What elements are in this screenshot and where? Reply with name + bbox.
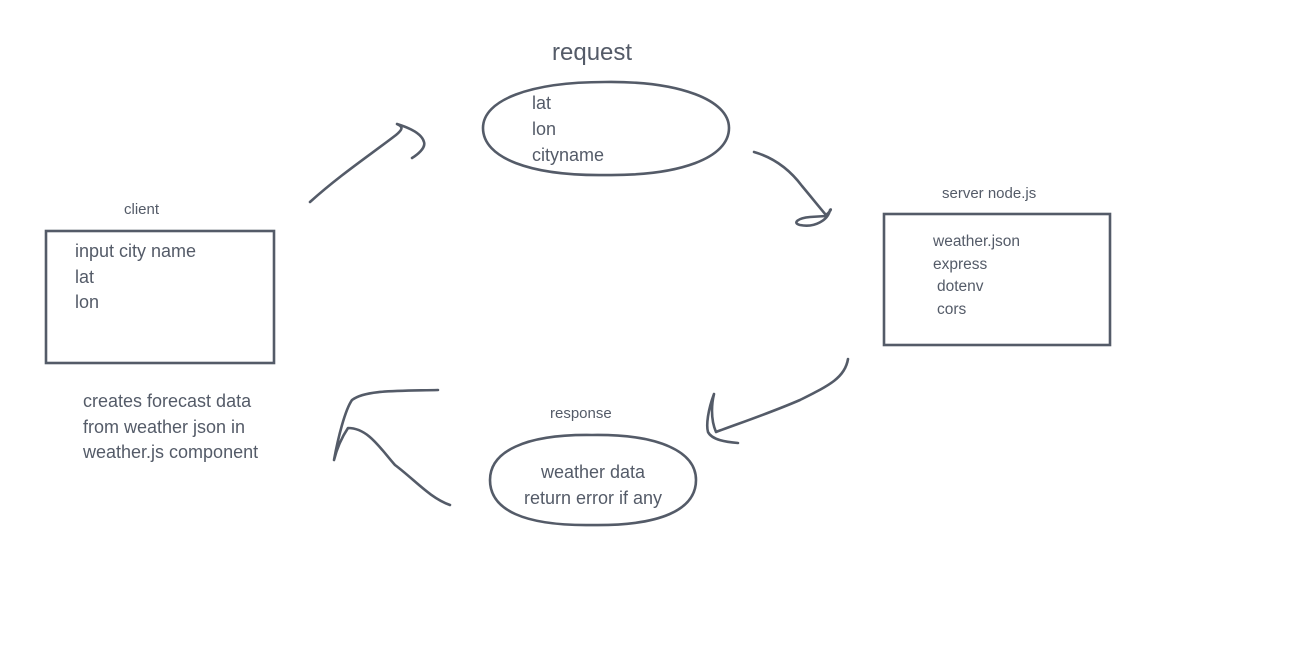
arrow-request-to-server — [752, 150, 833, 227]
server-item-list: weather.json express dotenv cors — [933, 232, 1020, 322]
server-title: server node.js — [942, 185, 1037, 202]
response-item: return error if any — [523, 487, 663, 508]
request-title: request — [552, 39, 633, 66]
note-line: creates forecast data — [83, 391, 252, 411]
note-line: weather.js component — [83, 442, 259, 462]
client-box — [44, 229, 276, 365]
server-item: weather.json — [933, 233, 1021, 250]
arrow-response-to-client — [332, 388, 452, 507]
response-item: weather data — [540, 462, 646, 482]
request-item: cityname — [532, 145, 605, 165]
response-oval — [488, 433, 698, 527]
client-item: input city name — [75, 241, 197, 261]
client-item-list: input city name lat lon — [75, 240, 196, 317]
client-title: client — [124, 201, 160, 218]
arrow-client-to-request — [308, 122, 426, 204]
arrow-server-to-response — [705, 357, 850, 445]
client-note: creates forecast data from weather json … — [83, 390, 258, 467]
response-item-list: weather data return error if any — [493, 461, 693, 512]
server-item: dotenv — [937, 278, 984, 295]
request-item: lon — [532, 119, 557, 139]
client-item: lat — [75, 266, 95, 287]
response-title: response — [550, 405, 612, 422]
request-item-list: lat lon cityname — [532, 92, 604, 170]
request-item: lat — [532, 93, 552, 113]
server-box — [882, 212, 1112, 347]
request-oval — [481, 80, 731, 177]
client-item: lon — [75, 292, 100, 312]
note-line: from weather json in — [83, 416, 246, 437]
server-item: express — [933, 255, 988, 273]
server-item: cors — [937, 300, 967, 318]
